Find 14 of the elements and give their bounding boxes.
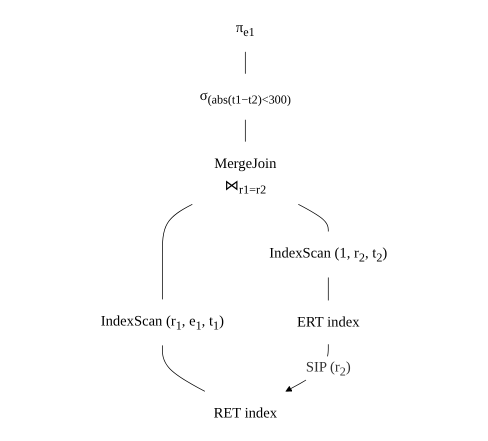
connector	[244, 51, 246, 74]
connector	[298, 204, 329, 232]
node-text: σ$_{(abs(t1−t2)<300)}$	[200, 88, 291, 107]
node-text: MergeJoin ⋈$_{r1=r2}$	[214, 156, 276, 196]
connector	[162, 345, 206, 392]
node-text: IndexScan (1, r$_{2}$, t$_{2}$)	[269, 245, 388, 264]
node-text: IndexScan (r$_{1}$, e$_{1}$, t$_{1}$)	[100, 313, 224, 332]
connector	[244, 119, 246, 142]
edge-label: SIP (r$_{2}$)	[306, 359, 351, 378]
node-text: π$_{e1}$	[236, 20, 255, 39]
node-text: ERT index	[297, 314, 360, 330]
connector	[162, 204, 193, 300]
connector	[328, 277, 329, 301]
node-text: RET index	[214, 405, 278, 422]
